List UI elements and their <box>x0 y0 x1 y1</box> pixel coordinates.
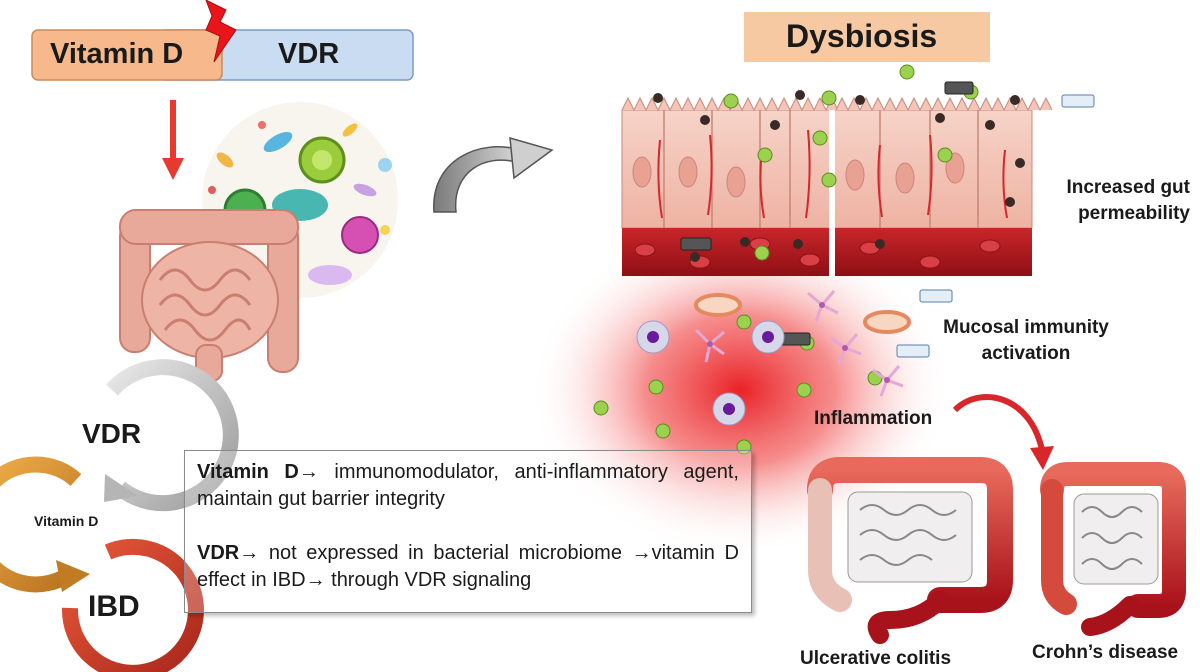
info-vdr-bold: VDR <box>197 542 240 564</box>
cycle-vitamin-d-label: Vitamin D <box>34 513 99 529</box>
info-arrow-1: → <box>298 461 319 483</box>
permeability-line1: Increased gut <box>1066 177 1190 198</box>
dysbiosis-title: Dysbiosis <box>786 18 938 54</box>
ulcerative-colitis-label: Ulcerative colitis <box>800 648 952 669</box>
permeability-line2: permeability <box>1078 203 1190 224</box>
crohns-disease-colon-icon <box>1040 462 1186 636</box>
dysbiosis-box <box>744 12 990 62</box>
red-curved-arrow-icon <box>952 394 1054 470</box>
info-vitamin-d-bold: Vitamin D <box>197 461 299 483</box>
vitamin-d-label: Vitamin D <box>50 38 184 70</box>
inflammation-label: Inflammation <box>814 408 933 429</box>
info-vdr-text: not expressed in bacterial microbiome →v… <box>197 542 739 591</box>
microbiome-cluster-icon <box>202 102 398 298</box>
immunity-line2: activation <box>981 343 1071 364</box>
curved-arrow-icon <box>433 136 554 213</box>
immunity-label: Mucosal immunity activation <box>940 315 1112 367</box>
down-arrow-icon <box>162 100 184 180</box>
vdr-label: VDR <box>278 38 340 70</box>
vitamin-d-box <box>31 29 223 81</box>
dark-bacteria-particles <box>653 90 1025 262</box>
intestine-icon <box>119 209 299 382</box>
ulcerative-colitis-colon-icon <box>807 457 1013 644</box>
grey-cycle-arrowhead <box>104 474 138 502</box>
epithelium <box>621 96 1053 276</box>
info-paragraph-vitamin-d: Vitamin D→ immunomodulator, anti-inflamm… <box>197 459 739 513</box>
bacteria-particles <box>593 64 979 455</box>
lightning-icon <box>205 0 237 63</box>
immunity-line1: Mucosal immunity <box>943 317 1109 338</box>
cycle-vdr-label: VDR <box>82 418 142 449</box>
crohns-disease-label: Crohn’s disease <box>1032 642 1179 663</box>
info-box: Vitamin D→ immunomodulator, anti-inflamm… <box>184 450 752 613</box>
lps-fragments <box>680 81 1095 358</box>
cycle-ibd-label: IBD <box>88 590 140 623</box>
immune-cells <box>636 290 911 426</box>
info-arrow-2: → <box>239 542 260 564</box>
cycle-diagram <box>0 359 239 672</box>
info-paragraph-vdr: VDR→ not expressed in bacterial microbio… <box>197 540 739 594</box>
info-vitamin-d-text: immunomodulator, anti-inflammatory agent… <box>197 461 739 510</box>
permeability-label: Increased gut permeability <box>1052 175 1190 227</box>
orange-cycle-arrowhead <box>56 560 90 592</box>
